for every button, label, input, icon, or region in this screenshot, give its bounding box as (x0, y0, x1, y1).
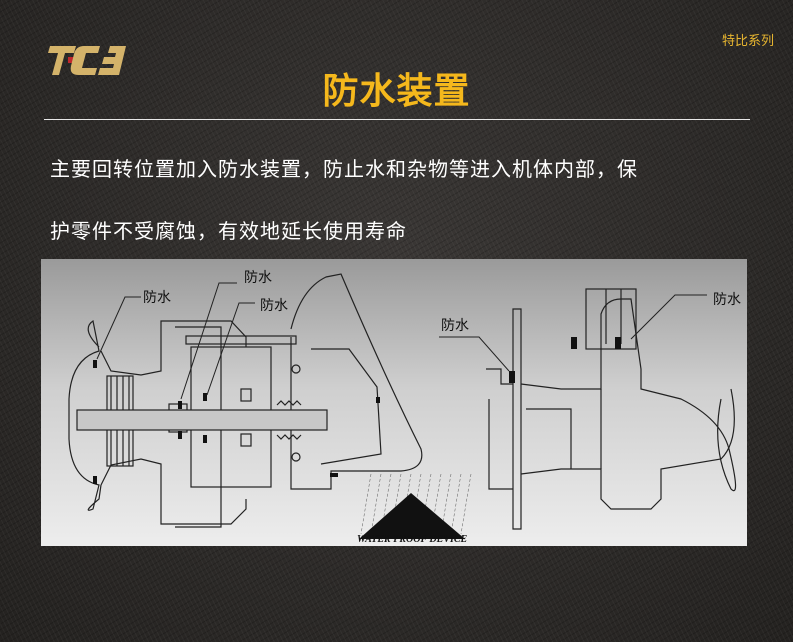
waterproof-label: 防水 (713, 292, 741, 308)
waterproof-diagram: 防水 防水 防水 防水 防水 WATER PROOF DEVICE (41, 259, 747, 546)
body-line: 护零件不受腐蚀，有效地延长使用寿命 (50, 219, 407, 243)
divider (44, 119, 750, 120)
tca-logo (48, 42, 128, 78)
diagram-caption: WATER PROOF DEVICE (357, 534, 468, 545)
body-text: 主要回转位置加入防水装置，防止水和杂物等进入机体内部，保 护零件不受腐蚀，有效地… (50, 138, 750, 262)
waterproof-label: 防水 (260, 298, 288, 314)
waterproof-label: 防水 (441, 318, 469, 334)
series-label: 特比系列 (722, 34, 775, 49)
body-line: 主要回转位置加入防水装置，防止水和杂物等进入机体内部，保 (50, 157, 638, 181)
waterproof-label: 防水 (244, 270, 272, 286)
waterproof-label: 防水 (143, 290, 171, 306)
slide-title: 防水装置 (322, 71, 471, 112)
